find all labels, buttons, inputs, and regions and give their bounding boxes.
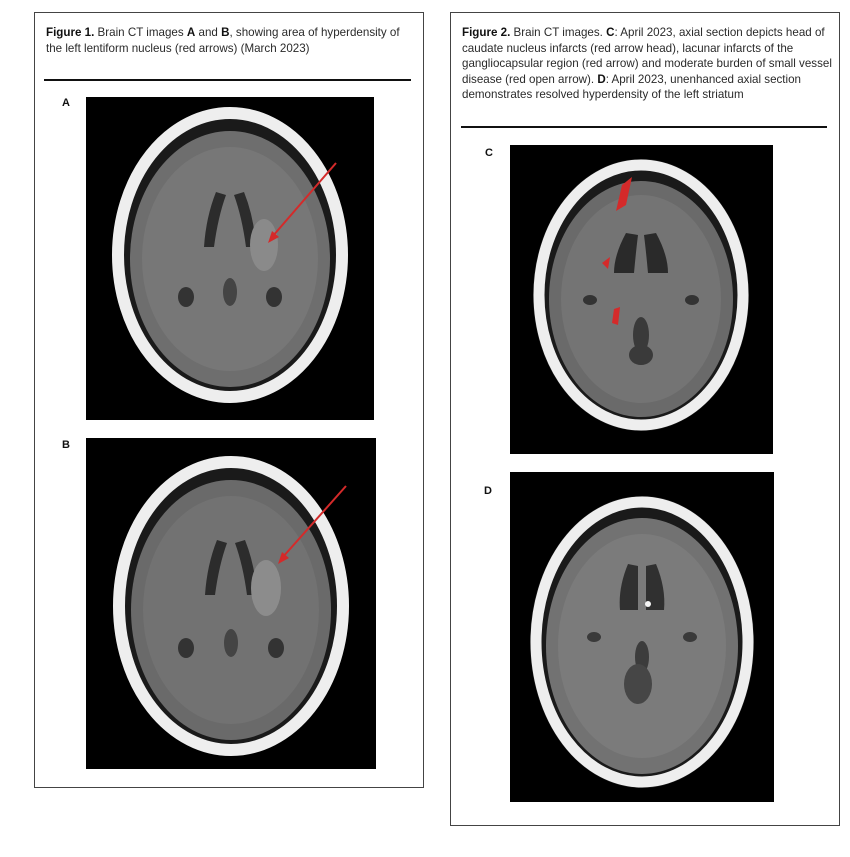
- figure-2-caption-text-1: Brain CT images.: [510, 26, 607, 39]
- ct-image-b: [86, 438, 376, 769]
- ct-image-c: [510, 145, 773, 454]
- figure-1-rule: [44, 79, 411, 81]
- figure-1-caption-text-3: , showing area of hyperdensity of the le…: [46, 26, 400, 55]
- figure-1-panel: Figure 1. Brain CT images A and B, showi…: [34, 12, 424, 788]
- red-open-arrow-c: [612, 307, 620, 325]
- figure-2-caption-label-d: D: [597, 72, 606, 86]
- panel-label-d: D: [484, 485, 492, 497]
- panel-label-c: C: [485, 147, 493, 159]
- ct-image-a: [86, 97, 374, 420]
- figure-1-caption-text-2: and: [195, 26, 222, 39]
- figure-2-title: Figure 2.: [462, 26, 511, 39]
- figure-1-caption: Figure 1. Brain CT images A and B, showi…: [46, 25, 411, 56]
- figure-1-caption-text-1: Brain CT images: [94, 26, 187, 39]
- panel-label-b: B: [62, 439, 70, 451]
- ct-scan-d-graphic: [530, 496, 754, 788]
- red-arrow-b: [281, 485, 347, 559]
- figure-1-caption-label-b: B: [221, 26, 230, 39]
- ct-image-d: [510, 472, 774, 802]
- figure-2-panel: Figure 2. Brain CT images. C: April 2023…: [450, 12, 840, 826]
- figure-1-caption-label-a: A: [186, 26, 196, 39]
- ct-scan-b-graphic: [113, 456, 349, 756]
- ct-scan-a-graphic: [112, 107, 348, 403]
- red-arrow-head-c: [616, 177, 632, 211]
- red-arrow-a: [271, 162, 337, 238]
- panel-label-a: A: [62, 97, 70, 109]
- figure-2-caption-text-2: : April 2023, axial section depicts head…: [462, 26, 832, 86]
- figure-2-caption-label-c: C: [606, 26, 615, 39]
- figure-2-caption-text-3: : April 2023, unenhanced axial section d…: [462, 72, 802, 102]
- figure-2-rule: [461, 126, 827, 128]
- red-arrow-c: [602, 257, 610, 269]
- figure-2-caption: Figure 2. Brain CT images. C: April 2023…: [462, 25, 832, 103]
- figure-1-title: Figure 1.: [46, 26, 95, 39]
- ct-scan-c-graphic: [533, 159, 749, 431]
